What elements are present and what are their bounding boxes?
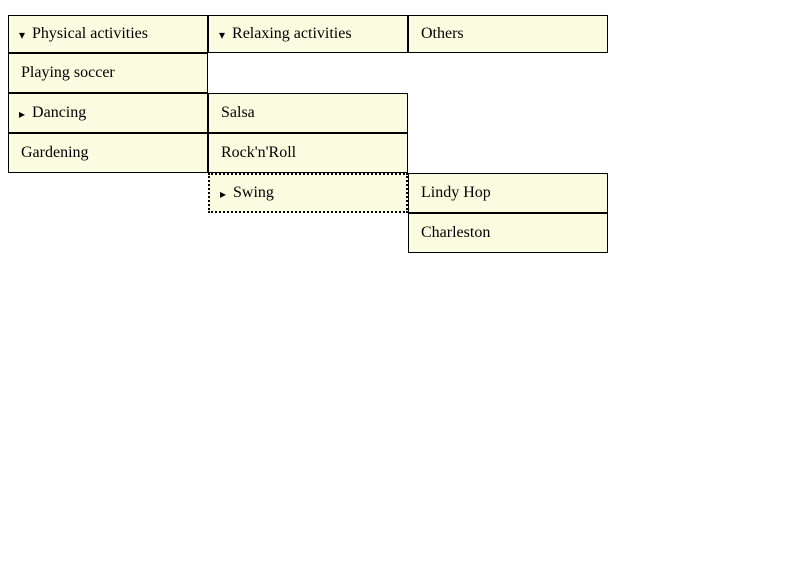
tree-item-salsa[interactable]: Salsa (208, 93, 408, 133)
tree-item-label: Dancing (32, 104, 87, 121)
tree-item-label: Relaxing activities (232, 25, 352, 42)
expanded-icon: ▾ (19, 28, 26, 42)
tree-item-playing-soccer[interactable]: Playing soccer (8, 53, 208, 93)
tree-item-label: Salsa (221, 104, 255, 121)
tree-item-label: Physical activities (32, 25, 149, 42)
tree-item-gardening[interactable]: Gardening (8, 133, 208, 173)
collapsed-icon: ▸ (19, 107, 26, 121)
tree-item-relaxing-activities[interactable]: ▾ Relaxing activities (208, 15, 408, 53)
tree-item-label: Others (421, 25, 464, 42)
tree-item-label: Swing (233, 184, 274, 201)
tree-item-label: Rock'n'Roll (221, 144, 297, 161)
tree-item-dancing[interactable]: ▸ Dancing (8, 93, 208, 133)
tree-item-physical-activities[interactable]: ▾ Physical activities (8, 15, 208, 53)
tree-item-charleston[interactable]: Charleston (408, 213, 608, 253)
tree-item-swing[interactable]: ▸ Swing (208, 173, 408, 213)
tree-item-label: Gardening (21, 144, 89, 161)
tree-item-label: Charleston (421, 224, 491, 241)
tree-item-others[interactable]: Others (408, 15, 608, 53)
tree-item-lindy-hop[interactable]: Lindy Hop (408, 173, 608, 213)
expanded-icon: ▾ (219, 28, 226, 42)
tree-item-rocknroll[interactable]: Rock'n'Roll (208, 133, 408, 173)
tree-item-label: Playing soccer (21, 64, 115, 81)
tree-item-label: Lindy Hop (421, 184, 491, 201)
collapsed-icon: ▸ (220, 187, 227, 201)
